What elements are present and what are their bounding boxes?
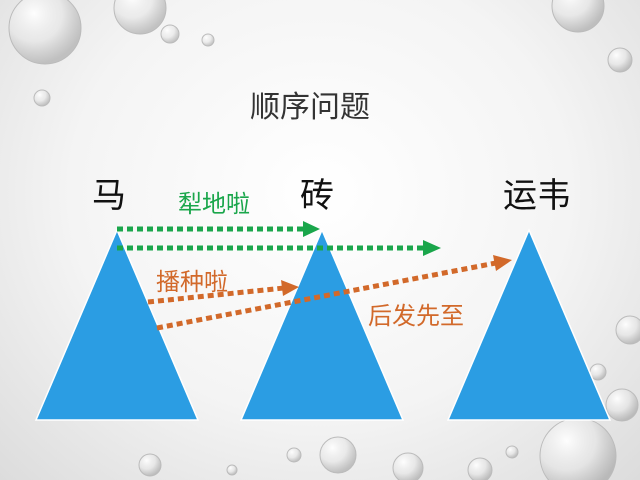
node-label-yunwei: 运韦 [503, 176, 571, 216]
droplet [286, 447, 302, 463]
droplet [160, 24, 180, 44]
droplet [539, 417, 617, 480]
node-label-zhuan: 砖 [300, 176, 334, 216]
slide-title: 顺序问题 [250, 90, 370, 125]
triangle-ma [34, 228, 200, 421]
arrow-sow-head-1 [281, 280, 299, 296]
triangle-zhuan [239, 228, 405, 421]
droplet [467, 457, 493, 480]
droplet [615, 315, 640, 345]
droplet [319, 436, 357, 474]
droplet [33, 89, 51, 107]
triangle-yunwei [446, 228, 612, 421]
droplet [8, 0, 82, 65]
arrow-plow [117, 221, 441, 256]
droplet [138, 453, 162, 477]
arrow-plow-head-2 [423, 240, 441, 256]
droplet [201, 33, 215, 47]
water-droplets [8, 0, 640, 480]
arrow-sow-line-1 [147, 285, 285, 305]
arrow-sow-line-2 [156, 260, 497, 331]
node-label-ma: 马 [92, 176, 126, 216]
arrow-sow-head-2 [493, 255, 512, 271]
arrow-label-later: 后发先至 [368, 302, 464, 330]
droplet [605, 388, 639, 422]
arrow-plow-head-1 [303, 221, 320, 237]
droplet [505, 445, 519, 459]
droplet [551, 0, 605, 33]
arrow-label-plow: 犁地啦 [178, 190, 250, 218]
droplet [113, 0, 167, 35]
droplet [226, 464, 238, 476]
arrow-sow [147, 255, 512, 331]
droplet [607, 47, 633, 73]
droplet [392, 452, 424, 480]
arrow-label-sow: 播种啦 [156, 268, 228, 296]
